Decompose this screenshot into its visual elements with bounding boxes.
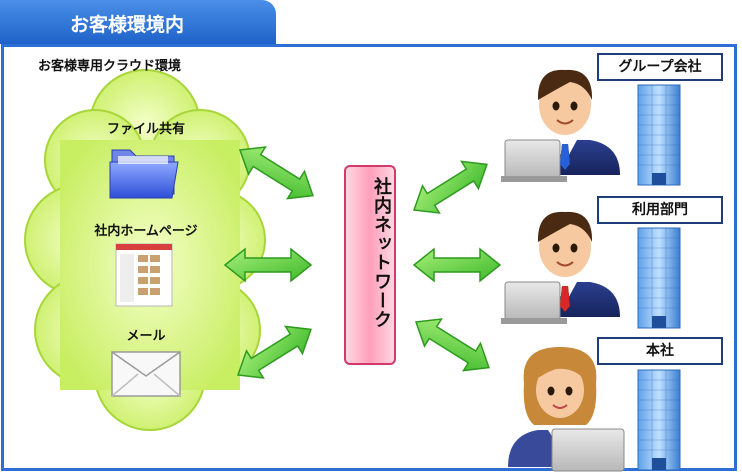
internal-network-box: 社内ネットワーク <box>344 165 396 365</box>
service-label-mail: メール <box>126 329 166 344</box>
building-icon-group <box>637 84 681 186</box>
businessman-icon-dept <box>500 210 621 325</box>
service-label-file-share: ファイル共有 <box>106 122 185 137</box>
service-label-intranet: 社内ホームページ <box>94 224 198 239</box>
businesswoman-icon-hq <box>508 347 625 472</box>
site-label-hq: 本社 <box>597 337 723 365</box>
building-icon-hq <box>637 369 681 471</box>
building-icon-dept <box>637 227 681 329</box>
site-label-dept: 利用部門 <box>597 196 723 224</box>
businessman-icon-group <box>500 68 621 183</box>
header-tab: お客様環境内 <box>0 0 276 44</box>
header-title: お客様環境内 <box>70 14 185 36</box>
cloud-title: お客様専用クラウド環境 <box>38 59 182 74</box>
network-label: 社内ネットワーク <box>371 177 392 329</box>
site-label-group: グループ会社 <box>597 53 723 81</box>
